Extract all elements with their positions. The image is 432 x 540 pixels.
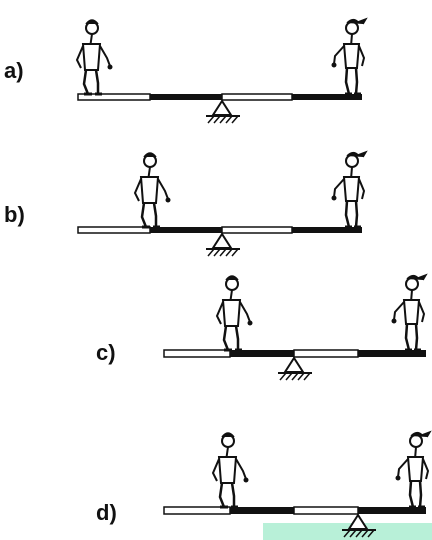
plank-segment-dark — [230, 507, 294, 514]
fulcrum-icon — [341, 514, 377, 538]
fulcrum-icon — [205, 100, 241, 124]
plank-segment-dark — [150, 94, 222, 100]
person-right-icon — [330, 150, 368, 229]
person-right-icon — [390, 273, 428, 352]
panel-a-label: a) — [4, 58, 24, 83]
person-left-icon — [75, 18, 114, 96]
plank-segment-dark — [230, 350, 294, 357]
plank-segment-dark — [358, 350, 426, 357]
panel-a-seesaw — [75, 17, 368, 124]
panel-d-label: d) — [96, 500, 117, 525]
person-right-icon — [394, 430, 432, 509]
panel-b-label: b) — [4, 202, 25, 227]
panel-c-label: c) — [96, 340, 116, 365]
plank-segment-light — [77, 226, 151, 234]
panel-c-seesaw — [163, 273, 428, 381]
plank-segment-light — [293, 506, 359, 515]
person-right-icon — [330, 17, 368, 96]
plank-segment-dark — [150, 227, 222, 233]
plank-segment-dark — [358, 507, 426, 514]
fulcrum-icon — [277, 357, 313, 381]
person-left-icon — [211, 431, 250, 509]
plank-segment-dark — [292, 94, 362, 100]
highlight-strip — [263, 523, 432, 540]
person-left-icon — [215, 274, 254, 352]
person-left-icon — [133, 151, 172, 229]
plank-segment-light — [293, 349, 359, 358]
panel-b-seesaw — [77, 150, 368, 257]
plank-segment-dark — [292, 227, 362, 233]
plank-segment-light — [163, 349, 231, 358]
panel-d-seesaw — [163, 430, 432, 538]
plank-segment-light — [221, 93, 293, 101]
plank-segment-light — [221, 226, 293, 234]
fulcrum-icon — [205, 233, 241, 257]
